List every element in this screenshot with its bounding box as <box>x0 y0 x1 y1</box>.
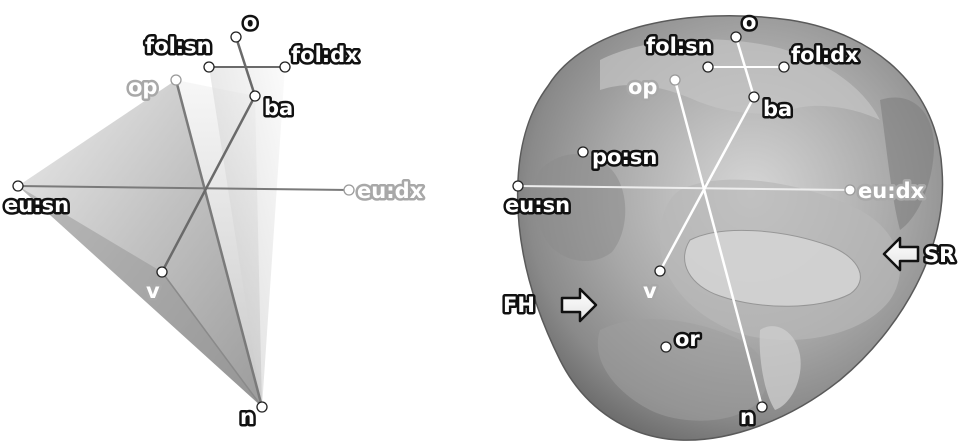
right-landmark-fol-sn-point <box>703 62 713 72</box>
left-label-fol-dx: fol:dx <box>291 43 359 67</box>
right-label-n: n <box>740 405 755 429</box>
right-label-fol-dx: fol:dx <box>791 43 859 67</box>
right-landmark-o-point <box>731 32 741 42</box>
left-label-n: n <box>240 405 255 429</box>
right-label-v: v <box>643 279 657 303</box>
right-landmark-v-point <box>655 266 665 276</box>
right-panel: o fol:sn fol:dx op ba po:sn eu:sn eu:dx … <box>503 10 955 440</box>
left-label-ba: ba <box>264 96 293 120</box>
fh-plane-label: FH <box>503 293 535 317</box>
right-landmark-or-point <box>661 342 671 352</box>
right-landmark-ba-point <box>749 92 759 102</box>
right-landmark-eu-dx-point <box>845 185 855 195</box>
left-landmark-eu-dx-point <box>344 185 354 195</box>
right-label-fol-sn: fol:sn <box>646 34 713 58</box>
right-label-po-sn: po:sn <box>592 145 657 169</box>
left-landmark-op-point <box>171 75 181 85</box>
right-landmark-po-sn-point <box>578 147 588 157</box>
left-landmark-fol-dx-point <box>280 62 290 72</box>
right-label-ba: ba <box>763 97 792 121</box>
left-landmark-o-point <box>231 32 241 42</box>
left-label-op: op <box>128 75 157 99</box>
right-landmark-fol-dx-point <box>779 62 789 72</box>
left-panel: o fol:sn fol:dx op ba eu:sn eu:dx v n <box>4 10 424 429</box>
right-label-o: o <box>742 10 756 34</box>
right-landmark-eu-sn-point <box>513 181 523 191</box>
right-label-op: op <box>628 75 657 99</box>
left-label-eu-dx: eu:dx <box>357 179 424 203</box>
right-label-or: or <box>675 327 700 351</box>
left-landmark-fol-sn-point <box>204 62 214 72</box>
right-label-eu-dx: eu:dx <box>858 179 925 203</box>
right-landmark-n-point <box>757 402 767 412</box>
left-label-o: o <box>243 10 257 34</box>
left-label-v: v <box>146 279 160 303</box>
left-landmark-v-point <box>157 267 167 277</box>
left-label-fol-sn: fol:sn <box>145 34 212 58</box>
right-landmark-op-point <box>670 75 680 85</box>
left-landmark-ba-point <box>250 91 260 101</box>
right-label-eu-sn: eu:sn <box>505 193 570 217</box>
left-landmark-n-point <box>257 402 267 412</box>
left-landmark-eu-sn-point <box>13 181 23 191</box>
left-label-eu-sn: eu:sn <box>4 193 69 217</box>
sr-plane-label: SR <box>924 243 955 267</box>
